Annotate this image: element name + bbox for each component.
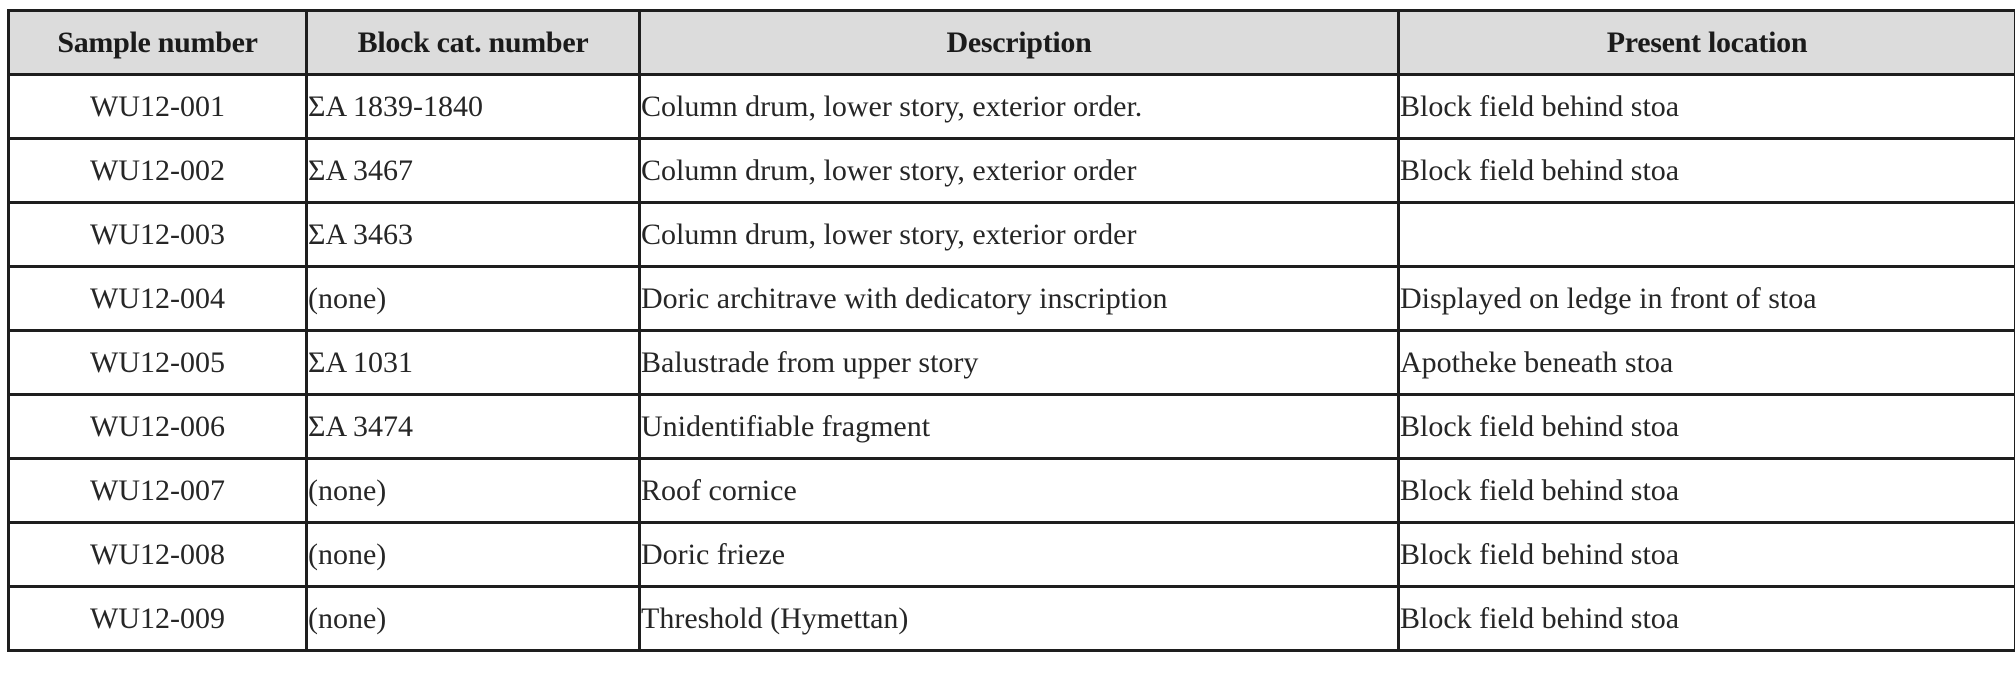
table-row: WU12-006 ΣA 3474 Unidentifiable fragment… xyxy=(7,393,2015,460)
cell-description: Doric frieze xyxy=(638,521,1400,588)
header-sample-number: Sample number xyxy=(7,9,308,76)
cell-present-location: Block field behind stoa xyxy=(1397,73,2015,140)
cell-sample-number: WU12-008 xyxy=(7,521,308,588)
table-row: WU12-003 ΣA 3463 Column drum, lower stor… xyxy=(7,201,2015,268)
cell-block-cat-number: (none) xyxy=(305,265,641,332)
samples-table: Sample number Block cat. number Descript… xyxy=(7,9,2015,652)
table-row: WU12-004 (none) Doric architrave with de… xyxy=(7,265,2015,332)
cell-present-location: Block field behind stoa xyxy=(1397,137,2015,204)
cell-present-location: Block field behind stoa xyxy=(1397,457,2015,524)
cell-present-location xyxy=(1397,201,2015,268)
header-present-location: Present location xyxy=(1397,9,2015,76)
cell-block-cat-number: ΣA 3467 xyxy=(305,137,641,204)
cell-sample-number: WU12-001 xyxy=(7,73,308,140)
cell-sample-number: WU12-006 xyxy=(7,393,308,460)
cell-present-location: Apotheke beneath stoa xyxy=(1397,329,2015,396)
cell-sample-number: WU12-009 xyxy=(7,585,308,652)
cell-description: Balustrade from upper story xyxy=(638,329,1400,396)
cell-block-cat-number: ΣA 3474 xyxy=(305,393,641,460)
cell-present-location: Block field behind stoa xyxy=(1397,585,2015,652)
cell-description: Roof cornice xyxy=(638,457,1400,524)
table-row: WU12-005 ΣA 1031 Balustrade from upper s… xyxy=(7,329,2015,396)
cell-sample-number: WU12-004 xyxy=(7,265,308,332)
cell-sample-number: WU12-005 xyxy=(7,329,308,396)
table-body: WU12-001 ΣA 1839-1840 Column drum, lower… xyxy=(7,73,2015,652)
cell-present-location: Displayed on ledge in front of stoa xyxy=(1397,265,2015,332)
header-block-cat-number: Block cat. number xyxy=(305,9,641,76)
cell-description: Column drum, lower story, exterior order xyxy=(638,201,1400,268)
cell-block-cat-number: (none) xyxy=(305,457,641,524)
table-row: WU12-009 (none) Threshold (Hymettan) Blo… xyxy=(7,585,2015,652)
table-row: WU12-002 ΣA 3467 Column drum, lower stor… xyxy=(7,137,2015,204)
cell-sample-number: WU12-003 xyxy=(7,201,308,268)
cell-sample-number: WU12-002 xyxy=(7,137,308,204)
cell-block-cat-number: ΣA 1031 xyxy=(305,329,641,396)
table-row: WU12-007 (none) Roof cornice Block field… xyxy=(7,457,2015,524)
cell-block-cat-number: (none) xyxy=(305,521,641,588)
table-row: WU12-001 ΣA 1839-1840 Column drum, lower… xyxy=(7,73,2015,140)
cell-description: Doric architrave with dedicatory inscrip… xyxy=(638,265,1400,332)
cell-block-cat-number: ΣA 3463 xyxy=(305,201,641,268)
header-row: Sample number Block cat. number Descript… xyxy=(7,9,2015,76)
cell-present-location: Block field behind stoa xyxy=(1397,393,2015,460)
cell-description: Column drum, lower story, exterior order xyxy=(638,137,1400,204)
cell-block-cat-number: (none) xyxy=(305,585,641,652)
table-row: WU12-008 (none) Doric frieze Block field… xyxy=(7,521,2015,588)
cell-present-location: Block field behind stoa xyxy=(1397,521,2015,588)
cell-description: Threshold (Hymettan) xyxy=(638,585,1400,652)
header-description: Description xyxy=(638,9,1400,76)
cell-description: Column drum, lower story, exterior order… xyxy=(638,73,1400,140)
cell-sample-number: WU12-007 xyxy=(7,457,308,524)
cell-block-cat-number: ΣA 1839-1840 xyxy=(305,73,641,140)
cell-description: Unidentifiable fragment xyxy=(638,393,1400,460)
table-header: Sample number Block cat. number Descript… xyxy=(7,9,2015,76)
